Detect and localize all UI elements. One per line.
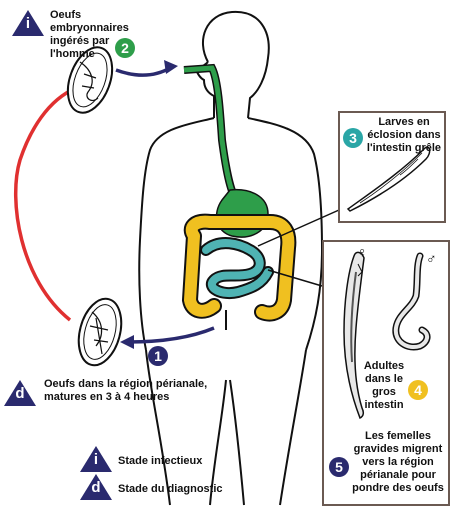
cycle-arrow (13, 86, 77, 322)
legend-diagnostic-letter: d (91, 479, 101, 496)
adults-panel (322, 240, 450, 506)
ingestion-arrowhead (164, 60, 178, 74)
legend-diagnostic-label: Stade du diagnostic (118, 483, 223, 495)
female-worm (343, 251, 365, 420)
deposition-arrowhead (120, 335, 134, 349)
step-2-badge: 2 (115, 38, 135, 58)
legend-infective-letter: i (93, 451, 99, 468)
colon (183, 215, 295, 320)
female-symbol: ♀ (357, 244, 368, 260)
legend-diagnostic-triangle (80, 474, 112, 500)
larvae-label: Larves en éclosion dans l'intestin grêle (366, 116, 442, 154)
small-intestine (202, 239, 272, 297)
pointer-to-larvae-panel (257, 205, 349, 247)
eggs-perianal-label: Oeufs dans la région périanale, matures … (44, 378, 208, 403)
legend-infective-label: Stade infectieux (118, 455, 203, 467)
diagnostic-stage-letter-main: d (15, 385, 25, 402)
pointer-to-adults-panel (267, 269, 323, 287)
diagnostic-stage-triangle-main (4, 380, 36, 406)
infective-stage-triangle-top (12, 10, 44, 36)
head-outline (202, 10, 270, 119)
adult-worms-illustration (343, 251, 431, 420)
left-torso (138, 117, 215, 351)
perianal-egg-illustration (77, 297, 123, 367)
male-worm (393, 254, 429, 349)
right-torso (247, 117, 324, 351)
right-leg-outer (279, 349, 307, 506)
infective-stage-letter-top: i (25, 15, 31, 32)
step-1-badge: 1 (148, 346, 168, 366)
human-body-outline (138, 10, 324, 506)
digestive-tract (181, 63, 297, 322)
right-leg-inner (229, 379, 245, 506)
adults-label: Adultes dans le gros intestin (363, 360, 405, 411)
embryonated-egg-illustration (66, 46, 114, 114)
legend-infective-triangle (80, 446, 112, 472)
step-3-badge: 3 (343, 128, 363, 148)
step-4-badge: 4 (408, 380, 428, 400)
females-migrate-label: Les femelles gravides migrent vers la ré… (352, 430, 444, 494)
left-leg-outer (145, 349, 171, 506)
ingestion-arrow (115, 66, 171, 77)
step-5-badge: 5 (329, 457, 349, 477)
deposition-arrow (127, 326, 215, 344)
eggs-ingested-label: Oeufs embryonnaires ingérés par l'homme (50, 9, 129, 60)
larva-illustration (346, 146, 431, 212)
male-symbol: ♂ (426, 250, 437, 266)
esophagus (183, 65, 239, 202)
left-leg-inner (209, 379, 227, 506)
